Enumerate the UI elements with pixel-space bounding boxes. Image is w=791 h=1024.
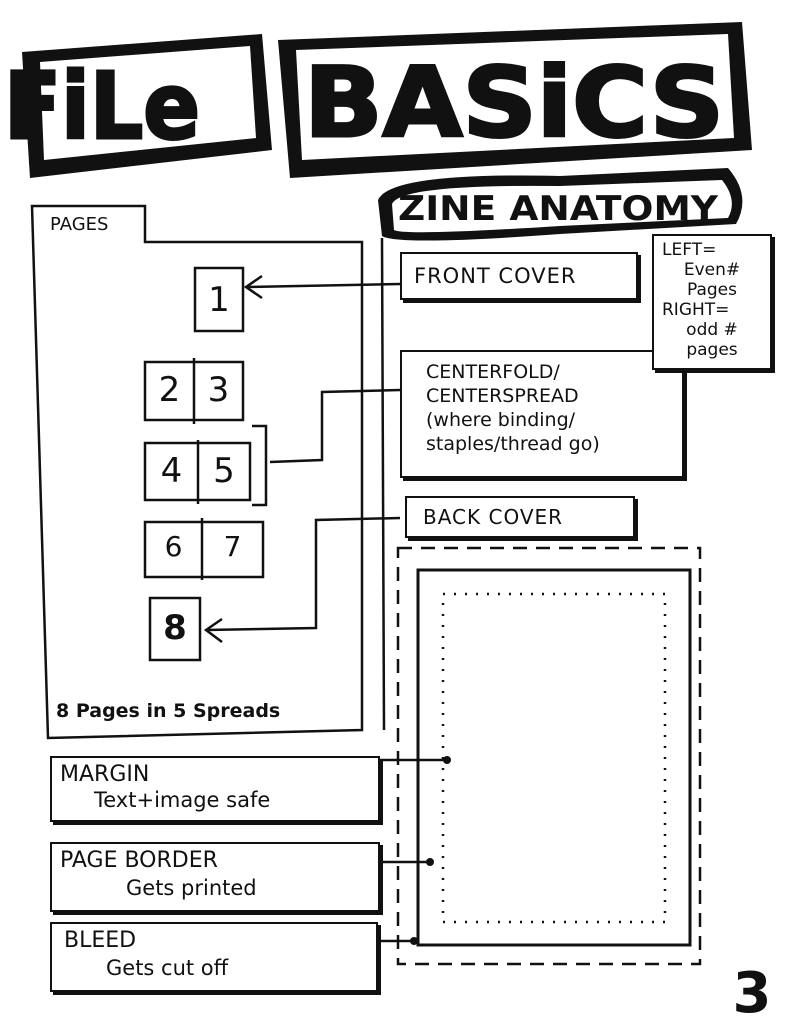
bleed-title: BLEED xyxy=(64,928,137,953)
side-note-line-3: Pages xyxy=(686,280,737,300)
page-number-6: 6 xyxy=(164,530,183,563)
pages-tab-label: PAGES xyxy=(50,214,109,235)
back-cover-callout: BACK COVER xyxy=(405,496,635,538)
margin-legend: MARGIN Text+image safe xyxy=(50,756,380,822)
side-note-line-5: odd # xyxy=(686,320,738,340)
title-word2: BASiCS xyxy=(304,47,724,159)
side-note-line-6: pages xyxy=(686,340,738,360)
page-number-4: 4 xyxy=(160,451,183,491)
page-number: 3 xyxy=(733,961,772,1024)
page-box-1 xyxy=(193,266,245,333)
page-border-desc: Gets printed xyxy=(126,876,257,900)
page-number-1: 1 xyxy=(208,280,230,320)
centerfold-line-1: CENTERFOLD/ xyxy=(426,361,560,383)
side-note-line-2: Even# xyxy=(683,260,741,280)
margin-desc: Text+image safe xyxy=(94,788,271,812)
page-number-5: 5 xyxy=(213,451,235,491)
side-note-text: LEFT= Even# Pages RIGHT= odd # pages xyxy=(662,240,762,360)
subtitle: ZINE ANATOMY xyxy=(398,189,718,229)
page-border-outline xyxy=(416,568,692,947)
front-cover-label: FRONT COVER xyxy=(414,264,577,288)
title-word1-inner xyxy=(40,46,256,160)
page-border-legend: PAGE BORDER Gets printed xyxy=(50,842,380,912)
arrow-back-cover xyxy=(205,516,401,632)
side-note-line-4: RIGHT= xyxy=(662,300,730,320)
centerfold-line-3: (where binding/ xyxy=(426,409,576,431)
bleed-legend: BLEED Gets cut off xyxy=(50,922,378,992)
page-number-7: 7 xyxy=(223,530,242,563)
title-art: FiLe BASiCS ZINE ANATOMY xyxy=(3,22,752,241)
centerfold-line-4: staples/thread go) xyxy=(426,433,600,455)
centerfold-callout: CENTERFOLD/ CENTERSPREAD (where binding/… xyxy=(400,350,684,478)
centerfold-bracket xyxy=(252,424,268,507)
margin-outline xyxy=(441,592,667,924)
front-cover-callout: FRONT COVER xyxy=(400,252,638,300)
page-border-title: PAGE BORDER xyxy=(60,848,218,873)
page-number-3: 3 xyxy=(207,370,230,410)
centerfold-text: CENTERFOLD/ CENTERSPREAD (where binding/… xyxy=(426,360,682,456)
bleed-outline xyxy=(396,546,702,966)
pages-panel-shadow xyxy=(380,237,386,731)
arrow-centerfold xyxy=(269,388,401,464)
side-note-line-1: LEFT= xyxy=(662,240,717,260)
side-note: LEFT= Even# Pages RIGHT= odd # pages xyxy=(652,234,772,370)
centerfold-line-2: CENTERSPREAD xyxy=(426,385,579,407)
back-cover-label: BACK COVER xyxy=(423,505,564,529)
pages-footer: 8 Pages in 5 Spreads xyxy=(56,700,281,722)
page-box-8 xyxy=(148,596,202,662)
page-number-2: 2 xyxy=(158,370,181,410)
title-word1: FiLe xyxy=(4,53,200,160)
pages-panel-outline xyxy=(30,204,364,740)
subtitle-banner-inner xyxy=(392,180,732,233)
spread-box-6-7 xyxy=(143,520,265,579)
title-word2-inner xyxy=(296,34,734,160)
margin-title: MARGIN xyxy=(60,762,150,787)
bleed-desc: Gets cut off xyxy=(106,956,229,980)
page-number-8: 8 xyxy=(163,608,187,648)
arrow-front-cover xyxy=(245,282,401,289)
